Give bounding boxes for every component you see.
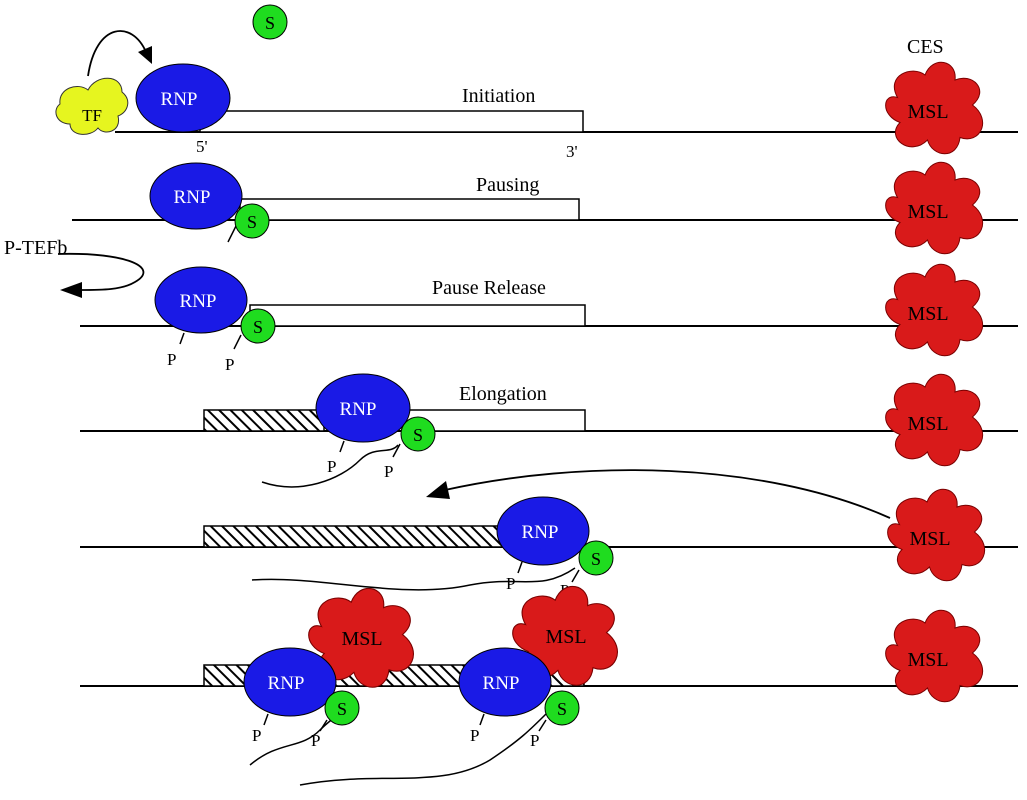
stage-label-initiation: Initiation (462, 85, 535, 107)
phospho-tick (538, 719, 547, 732)
phospho-tick (392, 443, 401, 458)
five-prime-label: 5' (196, 137, 208, 156)
msl-label: MSL (341, 628, 382, 650)
row-elongation: RNP S P P Elongation MSL (80, 373, 1018, 488)
stage-label-pausing: Pausing (476, 174, 539, 196)
phospho-tick (263, 713, 269, 726)
phospho-tick (319, 719, 328, 732)
rnp-label: RNP (174, 187, 211, 208)
tf-label: TF (82, 106, 102, 125)
tf-blob (55, 77, 129, 135)
msl-label: MSL (907, 303, 948, 325)
ptefb-label: P-TEFb (4, 237, 67, 259)
recruitment-arrow (444, 469, 891, 519)
phospho-label: P (311, 731, 320, 750)
s-factor (240, 308, 276, 344)
s-label: S (337, 699, 347, 719)
s-factor (324, 690, 360, 726)
s-factor (578, 540, 614, 576)
recruit-arrowhead (138, 46, 152, 64)
rnp-label: RNP (483, 673, 520, 694)
gene-box (199, 110, 584, 133)
nascent-rna (251, 567, 576, 591)
rnp-ellipse (149, 162, 243, 230)
rnp-ellipse (135, 63, 231, 133)
row-pause-release: RNP S P P Pause Release MSL (80, 263, 1018, 374)
phospho-tick (233, 334, 242, 350)
row-pausing: RNP S Pausing MSL (72, 161, 1018, 255)
rnp-ellipse (496, 496, 590, 566)
rnp-label: RNP (180, 291, 217, 312)
phospho-label: P (530, 731, 539, 750)
nascent-rna (299, 711, 549, 786)
nascent-rna (261, 444, 399, 488)
three-prime-label: 3' (566, 142, 578, 161)
rnp-ellipse (243, 647, 337, 717)
ptefb-group: P-TEFb (4, 237, 145, 298)
msl-label: MSL (909, 528, 950, 550)
msl-label: MSL (545, 626, 586, 648)
gene-box (249, 304, 586, 327)
s-factor (544, 690, 580, 726)
gene-box (239, 198, 580, 221)
rnp-label: RNP (161, 89, 198, 110)
ptefb-arrowhead (60, 282, 82, 298)
ptefb-arrow (57, 252, 145, 291)
msl-label: MSL (907, 413, 948, 435)
rnp-label: RNP (340, 399, 377, 420)
phospho-label: P (506, 574, 515, 593)
row-msl-bound: MSL RNP S P P MSL RNP S P P MSL (80, 585, 1018, 786)
s-label: S (247, 212, 257, 232)
row-initiation: TF RNP S Initiation 5' 3' CES MSL (55, 4, 1018, 161)
s-factor (400, 416, 436, 452)
phospho-tick (179, 332, 185, 345)
s-factor (234, 203, 270, 239)
transcribed-region (203, 525, 535, 548)
msl-label: MSL (907, 649, 948, 671)
rnp-ellipse (458, 647, 552, 717)
phospho-tick (479, 713, 485, 726)
recruitment-arrowhead (426, 481, 450, 499)
phospho-tick (517, 561, 523, 574)
tether-line (227, 225, 237, 243)
phospho-label: P (470, 726, 479, 745)
phospho-label: P (384, 462, 393, 481)
s-label: S (253, 317, 263, 337)
row-msl-recruitment: RNP S P P MSL (80, 469, 1018, 600)
s-label: S (557, 699, 567, 719)
s-factor-free (252, 4, 288, 40)
phospho-tick (571, 569, 580, 583)
phospho-label: P (252, 726, 261, 745)
phospho-tick (339, 440, 345, 453)
s-label: S (265, 13, 275, 33)
phospho-label: P (327, 457, 336, 476)
rnp-label: RNP (268, 673, 305, 694)
s-label: S (413, 425, 423, 445)
transcribed-region (203, 409, 325, 432)
s-label: S (591, 549, 601, 569)
recruit-arrow (87, 30, 147, 77)
msl-label: MSL (907, 101, 948, 123)
phospho-label: P (167, 350, 176, 369)
rnp-ellipse (315, 373, 411, 443)
msl-label: MSL (907, 201, 948, 223)
rnp-ellipse (154, 266, 248, 334)
phospho-label: P (225, 355, 234, 374)
stage-label-elongation: Elongation (459, 383, 547, 405)
ces-label: CES (907, 36, 944, 58)
rnp-label: RNP (522, 522, 559, 543)
stage-label-pause-release: Pause Release (432, 277, 546, 299)
